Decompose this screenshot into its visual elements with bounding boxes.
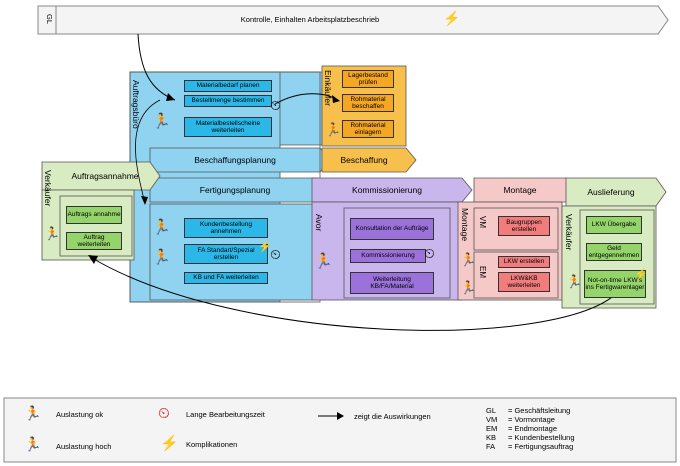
gl-text: Kontrolle, Einhalten Arbeitsplatzbeschri… — [240, 15, 380, 24]
task-rohmaterial-beschaffen: Rohmaterial beschaffen — [342, 94, 394, 112]
worker-ok-icon: 🏃 — [460, 280, 477, 295]
task-lkw-kb-weiterleiten: LKW&KB weiterleiten — [498, 272, 550, 292]
clock-icon: ⏲ — [270, 246, 281, 262]
task-baugruppen: Baugruppen erstellen — [498, 216, 550, 236]
abbr-key: FA — [486, 442, 496, 451]
gl-label: GL — [45, 13, 54, 24]
abbr-value: = Geschäftsleitung — [508, 406, 571, 415]
clock-icon: ⏲ — [270, 97, 281, 113]
montage-header: Montage — [503, 185, 537, 195]
worker-ok-icon: 🏃 — [566, 274, 583, 289]
worker-ok-icon: 🏃 — [460, 252, 477, 267]
legend-worker-ok-icon: 🏃 — [24, 405, 42, 421]
task-fa-erstellen: FA Standart/Spezial erstellen — [184, 244, 268, 264]
legend-worker-high-icon: 🏃 — [24, 436, 42, 452]
legend-lange: Lange Bearbeitungszeit — [186, 410, 265, 419]
worker-ok-icon: 🏃 — [44, 226, 61, 241]
montage-label: Montage — [460, 208, 470, 242]
auftragsbuero-label: Auftragsbüro — [131, 80, 141, 129]
task-lkw-uebergabe: LKW Übergabe — [586, 216, 642, 234]
abbr-key: VM — [486, 415, 498, 424]
fertigungsplanung-header: Fertigungsplanung — [199, 185, 271, 195]
legend-hoch: Auslastung hoch — [56, 442, 112, 451]
task-weiterleitung: Weiterleitung KB/FA/Material — [350, 272, 434, 294]
task-bestellmenge: Bestellmenge bestimmen — [184, 95, 272, 107]
task-materialbestellscheine: Materialbestellscheine weiterleiten — [184, 117, 272, 137]
clock-icon: ⏲ — [424, 245, 435, 261]
abbr-key: KB — [486, 433, 497, 442]
legend-arrow: zeigt die Auswirkungen — [354, 412, 431, 421]
lightning-icon: ⚡ — [634, 269, 648, 281]
beschaffung-header: Beschaffung — [340, 155, 388, 165]
legend-ok: Auslastung ok — [56, 410, 104, 419]
worker-high-icon: 🏃 — [314, 253, 333, 270]
task-lagerbestand: Lagerbestand prüfen — [342, 70, 394, 88]
verkaeufer-label: Verkäufer — [43, 170, 53, 207]
task-konsultation: Konsultation der Aufträge — [350, 218, 434, 240]
worker-high-icon: 🏃 — [152, 219, 171, 236]
beschaffungsplanung-header: Beschaffungsplanung — [194, 155, 276, 165]
task-materialbedarf: Materialbedarf planen — [184, 80, 272, 92]
abbr-value: = Vormontage — [508, 415, 555, 424]
abbr-key: EM — [486, 424, 498, 433]
abbr-value: = Fertigungsauftrag — [508, 442, 574, 451]
task-not-on-time: Not-on-time LKW's ins Fertigwarenlager — [584, 270, 646, 298]
worker-ok-icon: 🏃 — [325, 122, 342, 137]
task-kb-fa-weiterleiten: KB und FA weiterleiten — [184, 272, 268, 284]
legend-lightning-icon: ⚡ — [160, 435, 179, 452]
verkaeufer-label-2: Verkäufer — [564, 214, 574, 251]
task-kundenbestellung: Kundenbestellung annehmen — [184, 218, 268, 238]
task-kommissionierung: Kommissionierung — [350, 249, 426, 263]
abbr-value: = Kundenbestellung — [508, 433, 575, 442]
legend-clock-icon: ⏲ — [158, 405, 170, 422]
abbr-key: GL — [486, 406, 497, 415]
abbr-value: = Endmontage — [508, 424, 557, 433]
worker-high-icon: 🏃 — [152, 113, 171, 130]
vm-label: VM — [478, 216, 487, 228]
task-auftrag-weiterleiten: Auftrag weiterleiten — [66, 232, 122, 250]
task-geld: Geld entgegennehmen — [586, 243, 642, 261]
auslieferung-header: Auslieferung — [587, 187, 635, 197]
task-auftrags-annahme: Auftrags annahme — [66, 206, 122, 224]
legend-kompl: Komplikationen — [186, 440, 238, 449]
kommissionierung-header: Kommissionierung — [352, 185, 422, 195]
auftragsannahme-header: Auftragsannahme — [71, 171, 139, 181]
worker-high-icon: 🏃 — [152, 249, 171, 266]
task-rohmaterial-einlagern: Rohmaterial einlagern — [342, 120, 394, 138]
task-lkw-erstellen: LKW erstellen — [498, 256, 550, 268]
lightning-icon: ⚡ — [258, 241, 272, 253]
legend-abbreviations: GL = Geschäftsleitung VM = Vormontage EM = … — [486, 406, 575, 451]
einkaeufer-label: Einkäufer — [323, 70, 333, 106]
em-label: EM — [478, 266, 487, 278]
lightning-icon: ⚡ — [443, 10, 461, 26]
avor-label: Avor — [314, 214, 324, 232]
